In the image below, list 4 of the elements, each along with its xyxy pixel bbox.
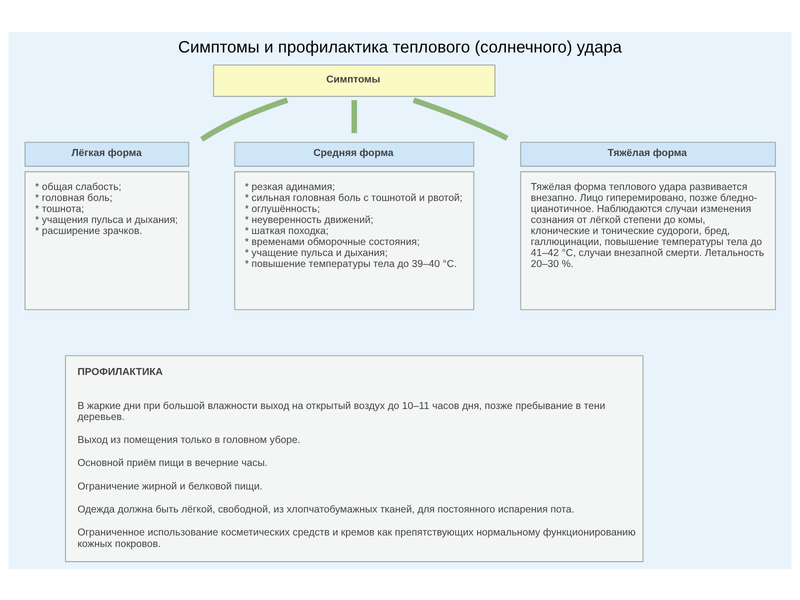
diagram-title: Симптомы и профилактика теплового (солнечного) удара xyxy=(178,37,622,56)
connector xyxy=(200,96,288,142)
connector xyxy=(352,100,358,133)
connector xyxy=(412,97,508,140)
